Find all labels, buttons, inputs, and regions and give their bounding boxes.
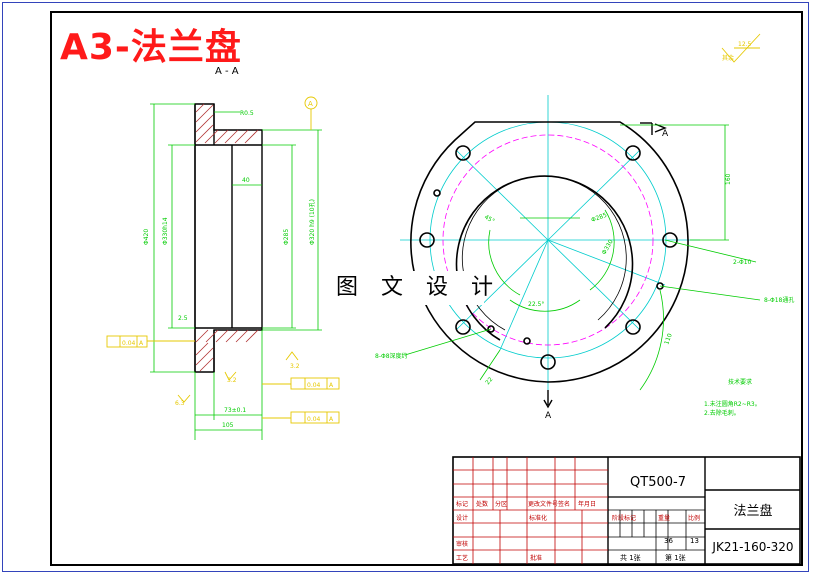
section-label: A - A: [215, 66, 239, 77]
svg-text:2.5: 2.5: [178, 315, 188, 322]
svg-text:2-Φ10: 2-Φ10: [733, 259, 752, 266]
svg-text:22.5°: 22.5°: [528, 301, 544, 308]
section-outline: [194, 103, 263, 373]
svg-text:1.未注圆角R2~R3。: 1.未注圆角R2~R3。: [704, 400, 761, 408]
bolt-hole: [455, 145, 471, 161]
part-name-field: 法兰盘: [733, 504, 773, 519]
tb-row-label: 标记: [456, 500, 468, 508]
section-dim-text: Φ420 Φ330h14 Φ285 Φ320 h9 (10孔) 40 73±0.…: [143, 110, 316, 429]
pin-hole: [433, 189, 441, 197]
tb-scale-left: 36: [664, 537, 673, 545]
section-arrow-label: A: [662, 129, 669, 139]
front-dimensions: [404, 124, 761, 391]
material-field: QT500-7: [630, 475, 686, 490]
tb-craft: 工艺: [456, 554, 468, 562]
tb-row-label: 更改文件号: [528, 500, 558, 508]
svg-text:A: A: [139, 340, 144, 347]
bolt-hole: [540, 354, 556, 370]
svg-text:Φ320 h9 (10孔): Φ320 h9 (10孔): [308, 199, 316, 245]
svg-text:0.04: 0.04: [307, 416, 321, 423]
tb-sheet-no: 第 1张: [665, 553, 686, 562]
svg-text:其余: 其余: [722, 54, 734, 62]
svg-text:8-Φ8深度约: 8-Φ8深度约: [375, 352, 408, 360]
tb-weight: 重量: [658, 514, 670, 522]
svg-text:技术要求: 技术要求: [728, 378, 752, 386]
front-view: A A 160 Φ285 Φ330 45°: [375, 33, 794, 421]
tolerance-frame-right-2: [290, 411, 340, 424]
tolerance-frame-left: [106, 335, 148, 348]
title-block: [452, 456, 801, 565]
section-arrow-icon: [543, 122, 667, 409]
drawing-code-field: JK21-160-320: [712, 540, 794, 554]
bolt-hole: [419, 232, 435, 248]
svg-text:0.04: 0.04: [122, 340, 136, 347]
pin-hole: [523, 337, 531, 345]
svg-text:A: A: [329, 416, 334, 423]
svg-text:12.5: 12.5: [738, 41, 752, 48]
svg-text:40: 40: [242, 177, 250, 184]
section-hatching: [195, 103, 259, 372]
tb-review: 审核: [456, 540, 468, 548]
watermark: 图 文 设 计: [336, 271, 493, 305]
svg-text:8-Φ18通孔: 8-Φ18通孔: [764, 296, 794, 304]
svg-text:Φ330h14: Φ330h14: [162, 217, 169, 245]
bolt-hole: [625, 319, 641, 335]
svg-text:2.去除毛刺。: 2.去除毛刺。: [704, 409, 740, 417]
svg-text:R0.5: R0.5: [240, 110, 254, 117]
datum-label: A: [308, 100, 313, 108]
tb-approve: 批准: [530, 554, 542, 562]
tb-ratio: 比例: [688, 514, 700, 522]
pin-hole: [656, 282, 664, 290]
flange-outline: [410, 121, 689, 383]
hidden-circle: [442, 134, 654, 346]
bolt-hole: [455, 319, 471, 335]
roughness-symbol-icon: [285, 351, 299, 361]
pin-hole: [487, 325, 495, 333]
svg-text:6.3: 6.3: [175, 400, 185, 407]
roughness-symbol-icon: [721, 33, 761, 63]
tb-row-label: 分区: [495, 500, 507, 508]
tb-sheet-of: 共 1张: [620, 553, 641, 562]
tb-scale-right: 13: [690, 537, 699, 545]
svg-text:45°: 45°: [483, 214, 496, 225]
tb-stage: 阶段标记: [612, 514, 636, 522]
tb-row-label: 年月日: [578, 500, 596, 508]
tb-row-label: 签名: [558, 500, 570, 508]
tb-design: 设计: [456, 514, 468, 522]
section-dimensions: [150, 103, 322, 440]
bolt-hole: [662, 232, 678, 248]
section-view: [194, 103, 263, 373]
section-arrow-label-bottom: A: [545, 411, 552, 421]
tb-row-label: 处数: [476, 500, 488, 508]
svg-text:160: 160: [725, 173, 732, 185]
drawing-title: A3-法兰盘: [60, 27, 242, 68]
tolerance-frame-right-1: [290, 377, 340, 390]
svg-text:Φ285: Φ285: [283, 229, 290, 245]
svg-text:105: 105: [222, 422, 234, 429]
svg-text:A: A: [329, 382, 334, 389]
svg-text:Φ420: Φ420: [143, 229, 150, 245]
svg-text:0.04: 0.04: [307, 382, 321, 389]
inner-bore-arc: [455, 175, 634, 341]
centerlines: [400, 95, 700, 395]
bolt-hole: [625, 145, 641, 161]
svg-text:3.2: 3.2: [227, 377, 237, 384]
svg-text:110: 110: [663, 332, 674, 345]
svg-text:22: 22: [484, 376, 494, 386]
svg-text:3.2: 3.2: [290, 363, 300, 370]
inner-frame: [50, 11, 803, 566]
tb-standard: 标准化: [529, 514, 547, 522]
svg-text:73±0.1: 73±0.1: [224, 407, 246, 414]
svg-text:Φ285: Φ285: [590, 212, 608, 224]
section-annotations: [106, 96, 340, 424]
